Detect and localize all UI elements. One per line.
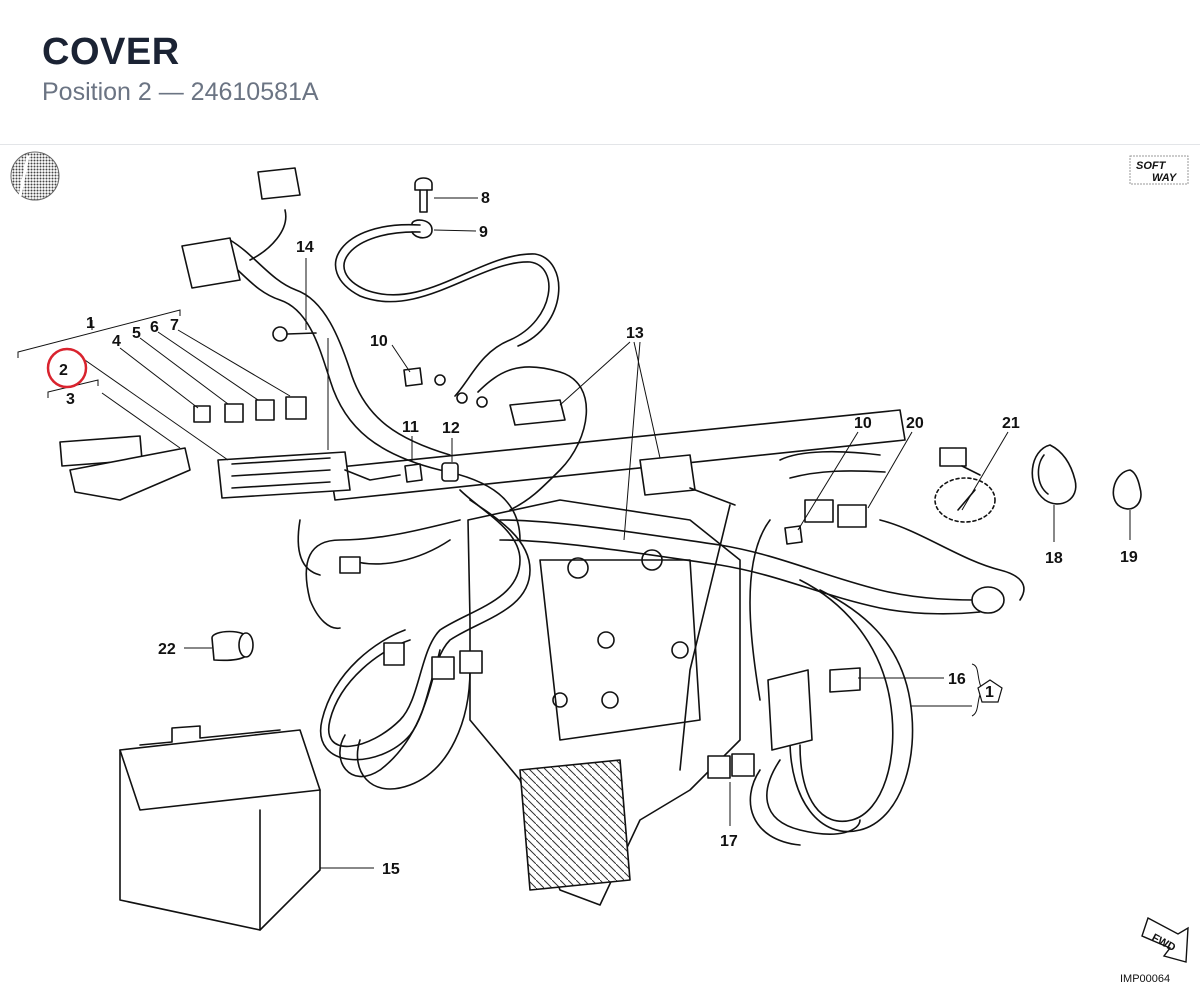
page-title: COVER <box>42 31 180 73</box>
callout-10-right: 10 <box>854 415 872 432</box>
callout-21: 21 <box>1002 415 1020 432</box>
callout-20: 20 <box>906 415 924 432</box>
softway-logo-line1: SOFT <box>1136 160 1167 172</box>
callout-labels: 1 2 3 4 5 6 7 8 9 10 11 12 13 14 15 16 1… <box>59 190 1138 878</box>
softway-logo-line2: WAY <box>1152 172 1178 184</box>
highlight-ring <box>46 347 88 389</box>
leader-lines <box>17 197 1131 869</box>
note-pentagon-icon <box>977 679 1003 703</box>
callout-17: 17 <box>720 833 738 850</box>
callout-7: 7 <box>170 317 179 334</box>
softway-logo: SOFT WAY <box>1129 155 1189 185</box>
callout-19: 19 <box>1120 549 1138 566</box>
callout-9: 9 <box>479 224 488 241</box>
callout-14: 14 <box>296 239 314 256</box>
callout-18: 18 <box>1045 550 1063 567</box>
diagram-linework <box>59 167 1142 931</box>
fwd-arrow-icon: FWD <box>1141 916 1189 963</box>
callout-16-note: 1 <box>985 684 994 701</box>
brand-disc-icon <box>10 151 60 201</box>
callout-1: 1 <box>86 315 95 332</box>
callout-13: 13 <box>626 325 644 342</box>
callout-2: 2 <box>59 362 68 379</box>
callout-5: 5 <box>132 325 141 342</box>
callout-8: 8 <box>481 190 490 207</box>
callout-4: 4 <box>112 333 121 350</box>
header-divider <box>0 144 1200 145</box>
callout-11: 11 <box>402 419 419 436</box>
callout-10-left: 10 <box>370 333 388 350</box>
header: COVER Position 2 — 24610581A <box>42 30 319 108</box>
callout-22: 22 <box>158 641 176 658</box>
image-code: IMP00064 <box>1120 973 1170 985</box>
callout-3: 3 <box>66 391 75 408</box>
callout-15: 15 <box>382 861 400 878</box>
callout-16: 16 <box>948 671 966 688</box>
callout-6: 6 <box>150 319 159 336</box>
page-subtitle: Position 2 — 24610581A <box>42 78 319 106</box>
callout-12: 12 <box>442 420 460 437</box>
